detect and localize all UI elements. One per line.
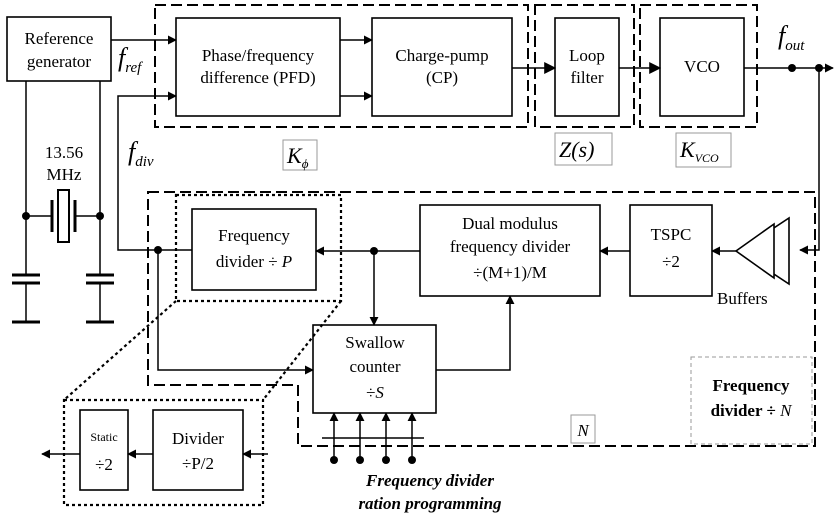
tspc-label: TSPC xyxy=(651,225,692,244)
pfd-cp-group xyxy=(154,4,529,128)
buffers-label: Buffers xyxy=(717,289,768,308)
crystal-freq-label-1: 13.56 xyxy=(45,143,83,162)
static-divider-block xyxy=(79,409,129,491)
divp-swallow-wire xyxy=(157,250,314,375)
crystal-freq-label-2: MHz xyxy=(47,165,82,184)
pfd-label-1: Phase/frequency xyxy=(202,46,315,65)
programming-inputs xyxy=(322,412,424,464)
loop-filter-group xyxy=(534,4,635,128)
divider-p-group xyxy=(174,193,343,303)
reference-generator-label-2: generator xyxy=(27,52,92,71)
charge-pump-block xyxy=(371,17,513,117)
k-vco-label: KVCO xyxy=(679,137,719,165)
static-divider-label: Static xyxy=(90,430,117,444)
dual-modulus-label-2: frequency divider xyxy=(450,237,571,256)
fdiv-wire xyxy=(117,91,177,251)
divider-n-group xyxy=(147,191,816,447)
z-s-label: Z(s) xyxy=(559,137,594,162)
divider-p2-label: Divider xyxy=(172,429,224,448)
loop-filter-label-1: Loop xyxy=(569,46,605,65)
programming-label-2: ration programming xyxy=(358,494,502,513)
zoom-line-left xyxy=(63,300,177,401)
tspc-block xyxy=(629,204,713,297)
divider-p-detail-group xyxy=(62,398,265,507)
crystal-oscillator xyxy=(12,81,114,324)
pfd-label-2: difference (PFD) xyxy=(200,68,315,87)
dual-modulus-label-1: Dual modulus xyxy=(462,214,558,233)
vco-group xyxy=(639,4,758,128)
n-label: N xyxy=(576,421,590,440)
f-ref-label: fref xyxy=(118,43,143,76)
feedback-wire xyxy=(799,68,820,255)
programming-label-1: Frequency divider xyxy=(365,471,494,490)
vco-label: VCO xyxy=(684,57,720,76)
frequency-divider-p-block xyxy=(191,208,317,291)
freq-div-n-box xyxy=(690,356,813,445)
swallow-counter-label-1: Swallow xyxy=(345,333,405,352)
reference-generator-block xyxy=(6,16,112,82)
f-div-label: fdiv xyxy=(128,137,154,170)
loop-filter-label-2: filter xyxy=(570,68,603,87)
k-phi-box xyxy=(282,139,318,171)
z-s-box xyxy=(554,132,613,166)
output-node xyxy=(788,64,796,72)
static-divider-ratio: ÷2 xyxy=(95,455,113,474)
charge-pump-label-1: Charge-pump xyxy=(395,46,488,65)
f-out-label: fout xyxy=(778,21,805,54)
tspc-ratio: ÷2 xyxy=(662,252,680,271)
k-phi-label: Kϕ xyxy=(286,143,309,171)
buffers-icon xyxy=(734,216,790,286)
swallow-dual-wire xyxy=(436,295,515,371)
freq-div-n-label-2: divider ÷ N xyxy=(711,401,793,420)
reference-generator-label-1: Reference xyxy=(25,29,94,48)
divider-p2-block xyxy=(152,409,244,491)
pfd-block xyxy=(175,17,341,117)
loop-filter-block xyxy=(554,17,620,117)
n-box xyxy=(570,414,596,444)
vco-block xyxy=(659,17,745,117)
frequency-divider-p-label-2: divider ÷ P xyxy=(216,252,292,271)
k-vco-box xyxy=(675,132,732,168)
dual-modulus-ratio: ÷(M+1)/M xyxy=(473,263,547,282)
swallow-counter-label-2: counter xyxy=(350,357,401,376)
swallow-counter-ratio: ÷S xyxy=(366,383,384,402)
charge-pump-label-2: (CP) xyxy=(426,68,458,87)
divider-p2-ratio: ÷P/2 xyxy=(182,454,214,473)
freq-div-n-label-1: Frequency xyxy=(712,376,790,395)
frequency-divider-p-label-1: Frequency xyxy=(218,226,290,245)
